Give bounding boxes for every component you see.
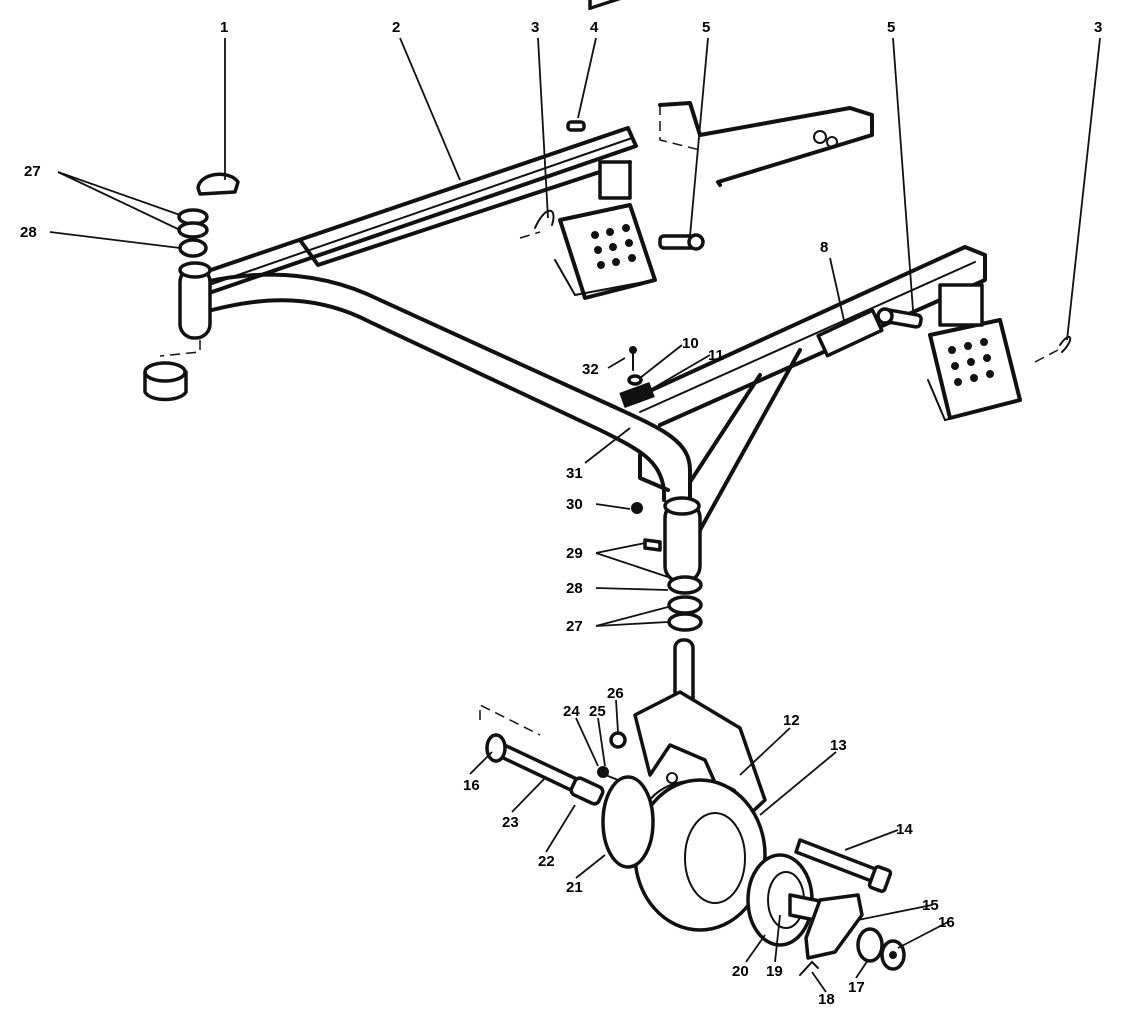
nut-26 (609, 731, 627, 749)
hub-21 (601, 775, 655, 869)
callout-25: 25 (589, 703, 606, 720)
mounting-plate-left (554, 203, 657, 300)
callout-30: 30 (566, 496, 583, 513)
callout-labels: 1 2 3 4 5 5 3 27 28 8 32 10 11 31 30 29 … (20, 19, 1102, 1008)
clip-1 (196, 172, 240, 196)
grease-fitting-24-25 (597, 766, 619, 781)
callout-13: 13 (830, 737, 847, 754)
main-frame (178, 0, 987, 584)
screw-32 (629, 346, 637, 371)
callout-27: 27 (24, 163, 41, 180)
callout-15: 15 (922, 897, 939, 914)
bolt-14 (794, 838, 893, 893)
callout-3: 3 (531, 19, 539, 36)
washer-16-right (880, 939, 906, 971)
clevis-pin-right (876, 307, 923, 329)
callout-24: 24 (563, 703, 580, 720)
bearing-plate-15 (804, 893, 864, 960)
callout-31: 31 (566, 465, 583, 482)
callout-16: 16 (463, 777, 480, 794)
clevis-pin-left (658, 233, 705, 251)
callout-5: 5 (702, 19, 710, 36)
plate-11 (619, 382, 655, 408)
wheel-13 (633, 778, 767, 932)
callout-19: 19 (766, 963, 783, 980)
callout-4: 4 (590, 19, 599, 36)
callout-12: 12 (783, 712, 800, 729)
callout-32: 32 (582, 361, 599, 378)
callout-23: 23 (502, 814, 519, 831)
cotter-18 (799, 960, 819, 976)
callout-18: 18 (818, 991, 835, 1008)
nut-30 (631, 502, 643, 514)
callout-28: 28 (20, 224, 37, 241)
bolt-4 (566, 120, 586, 132)
rear-hitch-bracket-left (598, 101, 874, 200)
callout-10: 10 (682, 335, 699, 352)
callout-3b: 3 (1094, 19, 1102, 36)
spacer-22 (569, 776, 605, 806)
callout-11: 11 (708, 347, 724, 364)
callout-8: 8 (820, 239, 828, 256)
cap-left (143, 361, 188, 402)
callout-20: 20 (732, 963, 749, 980)
callout-5b: 5 (887, 19, 895, 36)
fitting-29 (643, 538, 662, 552)
nut-10 (627, 374, 643, 386)
callout-26: 26 (607, 685, 624, 702)
callout-2: 2 (392, 19, 400, 36)
bushing-28-left (178, 238, 208, 258)
mounting-plate-right (927, 283, 1022, 422)
washers-27-left (177, 208, 209, 239)
callout-27b: 27 (566, 618, 583, 635)
leader-lines (49, 37, 1101, 993)
callout-22: 22 (538, 853, 555, 870)
spacer-17 (856, 927, 884, 963)
callout-28b: 28 (566, 580, 583, 597)
callout-17: 17 (848, 979, 865, 996)
callout-29: 29 (566, 545, 583, 562)
callout-14: 14 (896, 821, 913, 838)
bushing-28-front (667, 575, 703, 595)
washers-27-front (667, 595, 703, 632)
callout-1: 1 (220, 19, 228, 36)
callout-21: 21 (566, 879, 583, 896)
hairpin-cotter-3 (519, 209, 1072, 363)
callout-16b: 16 (938, 914, 955, 931)
